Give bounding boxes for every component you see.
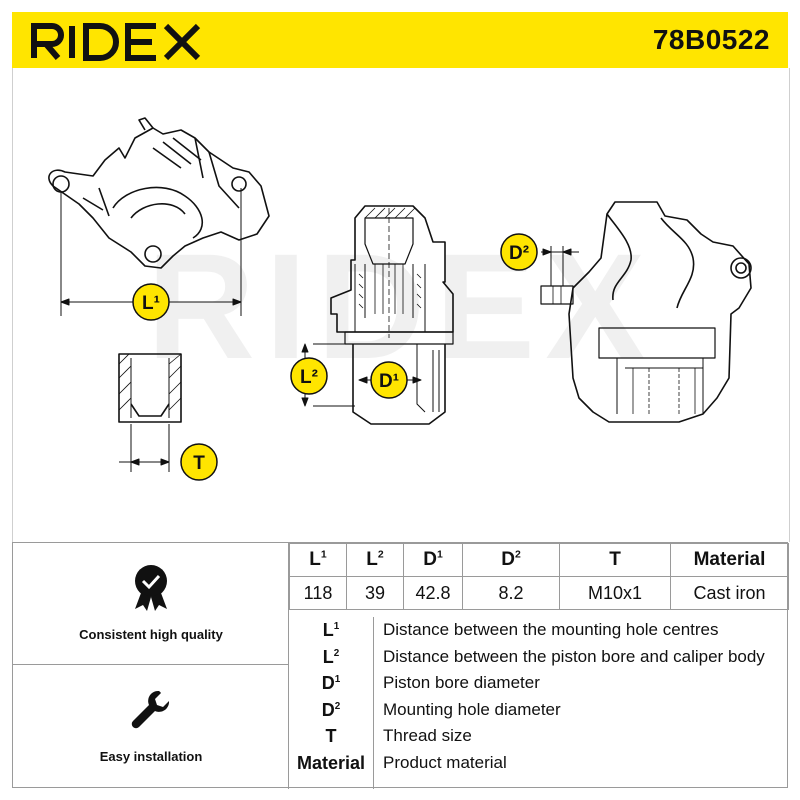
- col-header-l2: L2: [346, 543, 404, 577]
- dimension-d2: [541, 246, 579, 286]
- callout-l1: L¹: [132, 283, 170, 321]
- caliper-rear-view: [540, 201, 752, 423]
- piston-section-view: [330, 205, 454, 425]
- value-l1: 118: [289, 576, 347, 610]
- col-header-material: Material: [670, 543, 789, 577]
- part-number: 78B0522: [652, 24, 770, 55]
- callout-l1-text: L¹: [142, 293, 160, 314]
- technical-drawing: RIDEX: [12, 68, 790, 542]
- legend-symbol: T: [325, 726, 337, 747]
- callout-d2-text: D²: [509, 243, 529, 264]
- legend-description: Mounting hole diameter: [383, 699, 561, 719]
- dimension-l2: [301, 343, 355, 407]
- header-bar: 78B0522: [12, 12, 788, 68]
- watermark-text: RIDEX: [147, 222, 655, 390]
- value-d2: 8.2: [462, 576, 560, 610]
- legend-symbol: D2: [321, 699, 341, 720]
- legend-symbol: L2: [322, 646, 340, 667]
- spec-table: L1 L2 D1 D2 T Material 118 39 42.8 8.2 M…: [289, 543, 789, 610]
- feature-quality: Consistent high quality: [13, 543, 289, 665]
- wrench-icon: [131, 690, 170, 729]
- col-header-t: T: [559, 543, 671, 577]
- callout-l2-text: L²: [300, 367, 318, 388]
- legend-item: D1 Piston bore diameter: [289, 670, 789, 697]
- thread-section: [118, 353, 182, 472]
- legend-description: Thread size: [383, 726, 472, 746]
- legend-item: L1 Distance between the mounting hole ce…: [289, 617, 789, 644]
- col-header-l1: L1: [289, 543, 347, 577]
- col-header-d1: D1: [403, 543, 463, 577]
- spec-panel: Consistent high quality Easy installatio…: [12, 542, 789, 789]
- callout-t: T: [180, 443, 218, 481]
- ridex-logo: [31, 23, 201, 61]
- legend-divider: [373, 617, 374, 789]
- feature-quality-label: Consistent high quality: [79, 627, 223, 642]
- value-material: Cast iron: [670, 576, 789, 610]
- legend-symbol: L1: [322, 620, 340, 640]
- callout-d1: D¹: [370, 361, 408, 399]
- col-header-d2: D2: [462, 543, 560, 577]
- callout-t-text: T: [193, 453, 205, 474]
- feature-installation: Easy installation: [13, 665, 289, 789]
- legend-item: L2 Distance between the piston bore and …: [289, 644, 789, 671]
- caliper-side-view: [48, 117, 270, 269]
- value-d1: 42.8: [403, 576, 463, 610]
- check-badge-icon: [135, 565, 167, 611]
- legend-symbol: Material: [296, 752, 366, 773]
- legend-item: Material Product material: [289, 750, 789, 777]
- legend-description: Distance between the piston bore and cal…: [383, 646, 765, 666]
- callout-d2: D²: [500, 233, 538, 271]
- legend-description: Distance between the mounting hole centr…: [383, 620, 719, 639]
- legend-description: Piston bore diameter: [383, 673, 540, 693]
- spec-header-row: L1 L2 D1 D2 T Material: [289, 543, 789, 577]
- legend-list: L1 Distance between the mounting hole ce…: [289, 617, 789, 777]
- spec-values-row: 118 39 42.8 8.2 M10x1 Cast iron: [289, 576, 789, 610]
- caliper-drawing-svg: RIDEX: [48, 117, 752, 481]
- legend-item: T Thread size: [289, 723, 789, 750]
- callout-l2: L²: [290, 357, 328, 395]
- legend-symbol: D1: [321, 673, 341, 694]
- value-l2: 39: [346, 576, 404, 610]
- legend-item: D2 Mounting hole diameter: [289, 697, 789, 724]
- callout-d1-text: D¹: [379, 371, 399, 392]
- feature-installation-label: Easy installation: [99, 749, 203, 764]
- value-t: M10x1: [559, 576, 671, 610]
- legend-description: Product material: [383, 752, 507, 772]
